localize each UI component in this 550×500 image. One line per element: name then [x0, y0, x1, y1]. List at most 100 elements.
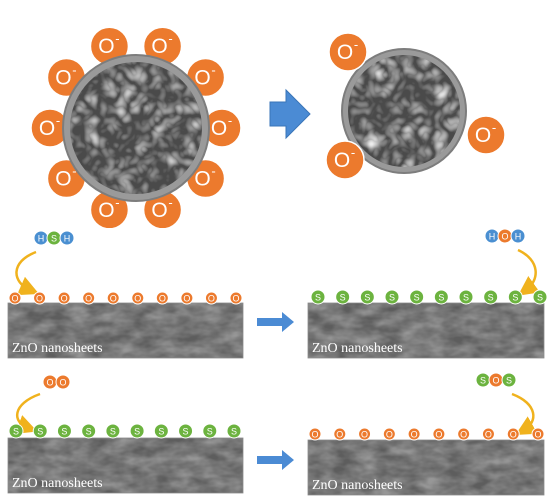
- atom-label: H: [489, 232, 496, 242]
- ion-charge: -: [211, 62, 215, 77]
- ion-label: O: [55, 66, 71, 89]
- ion-charge: -: [115, 31, 119, 46]
- zno-sheet: ZnO nanosheets: [7, 437, 244, 494]
- bead-label: O: [208, 294, 215, 304]
- bead-label: O: [534, 430, 541, 440]
- ion-charge: -: [56, 113, 60, 128]
- bead-label: O: [110, 294, 117, 304]
- oxygen-ion: O-: [30, 108, 70, 148]
- sheet-label: ZnO nanosheets: [312, 478, 403, 493]
- zno-sheet: ZnO nanosheets: [307, 439, 545, 496]
- adsorption-arrow: [15, 392, 41, 434]
- oxygen-ion: O-: [325, 140, 365, 180]
- bead-label: S: [315, 293, 321, 303]
- oxygen-ion: O-: [466, 115, 506, 155]
- oxygen-ion: O-: [46, 57, 87, 98]
- atom-label: O: [492, 376, 499, 386]
- oxygen-ion: O-: [89, 26, 130, 66]
- ion-label: O: [98, 199, 114, 222]
- bead-label: O: [510, 430, 517, 440]
- ion-label: O: [211, 117, 227, 140]
- oxygen-ion-ring: O-O-O-O-O-O-O-O-O-O-: [30, 26, 242, 230]
- bead-label: S: [463, 293, 469, 303]
- oxygen-ion: O-: [142, 26, 183, 66]
- bead-label: S: [183, 427, 189, 437]
- bead-label: S: [340, 293, 346, 303]
- ion-charge: -: [211, 164, 215, 179]
- bead-label: O: [485, 430, 492, 440]
- ion-charge: -: [72, 62, 76, 77]
- bead-label: S: [414, 293, 420, 303]
- ion-label: O: [194, 66, 210, 89]
- bead-label: O: [311, 430, 318, 440]
- atom-label: O: [59, 378, 66, 388]
- bead-label: O: [435, 430, 442, 440]
- oxygen-ion: O-: [328, 32, 368, 72]
- bead-label: O: [232, 294, 239, 304]
- atom-label: S: [506, 376, 512, 386]
- particle-porous-core: [70, 62, 202, 194]
- bead-label: O: [460, 430, 467, 440]
- ion-label: O: [55, 168, 71, 191]
- bead-label: O: [336, 430, 343, 440]
- bead-label: S: [158, 427, 164, 437]
- oxygen-ion-remaining: O-O-O-: [325, 32, 506, 180]
- ion-label: O: [151, 199, 167, 222]
- bead-label: S: [537, 293, 543, 303]
- bead-label: S: [86, 427, 92, 437]
- particle-after: O-O-O-: [325, 32, 506, 180]
- ion-label: O: [475, 124, 491, 147]
- bead-label: O: [386, 430, 393, 440]
- ion-label: O: [151, 35, 167, 58]
- bead-label: S: [231, 427, 237, 437]
- ion-label: O: [334, 149, 350, 172]
- bead-label: S: [61, 427, 67, 437]
- bead-label: S: [512, 293, 518, 303]
- ion-charge: -: [354, 37, 358, 52]
- bead-label: O: [134, 294, 141, 304]
- ion-label: O: [39, 117, 55, 140]
- atom-label: O: [501, 232, 508, 242]
- bead-label: O: [61, 294, 68, 304]
- atom-label: S: [480, 376, 486, 386]
- particle-before: O-O-O-O-O-O-O-O-O-O-: [30, 26, 242, 230]
- zno-sheet: ZnO nanosheets: [7, 302, 244, 359]
- sheet-label: ZnO nanosheets: [12, 341, 103, 356]
- adsorption-arrow: [517, 248, 540, 296]
- atom-label: O: [46, 378, 53, 388]
- atom-label: S: [51, 234, 57, 244]
- ion-charge: -: [72, 164, 76, 179]
- bead-label: S: [438, 293, 444, 303]
- zno-sheet: ZnO nanosheets: [307, 302, 545, 359]
- oxygen-ion: O-: [202, 108, 242, 148]
- bead-label: S: [134, 427, 140, 437]
- bead-label: S: [364, 293, 370, 303]
- atom-label: H: [64, 234, 71, 244]
- sheet-label: ZnO nanosheets: [12, 476, 103, 491]
- bead-label: S: [488, 293, 494, 303]
- ion-charge: -: [351, 145, 355, 160]
- oxygen-ion: O-: [89, 190, 130, 230]
- bead-label: O: [36, 294, 43, 304]
- bead-label: S: [207, 427, 213, 437]
- ion-charge: -: [492, 120, 496, 135]
- bead-label: S: [13, 427, 19, 437]
- ion-label: O: [194, 168, 210, 191]
- ion-charge: -: [168, 31, 172, 46]
- adsorption-arrow: [511, 392, 538, 435]
- atom-label: H: [38, 234, 45, 244]
- bead-label: O: [85, 294, 92, 304]
- bead-label: S: [37, 427, 43, 437]
- particle-porous-core: [348, 55, 460, 167]
